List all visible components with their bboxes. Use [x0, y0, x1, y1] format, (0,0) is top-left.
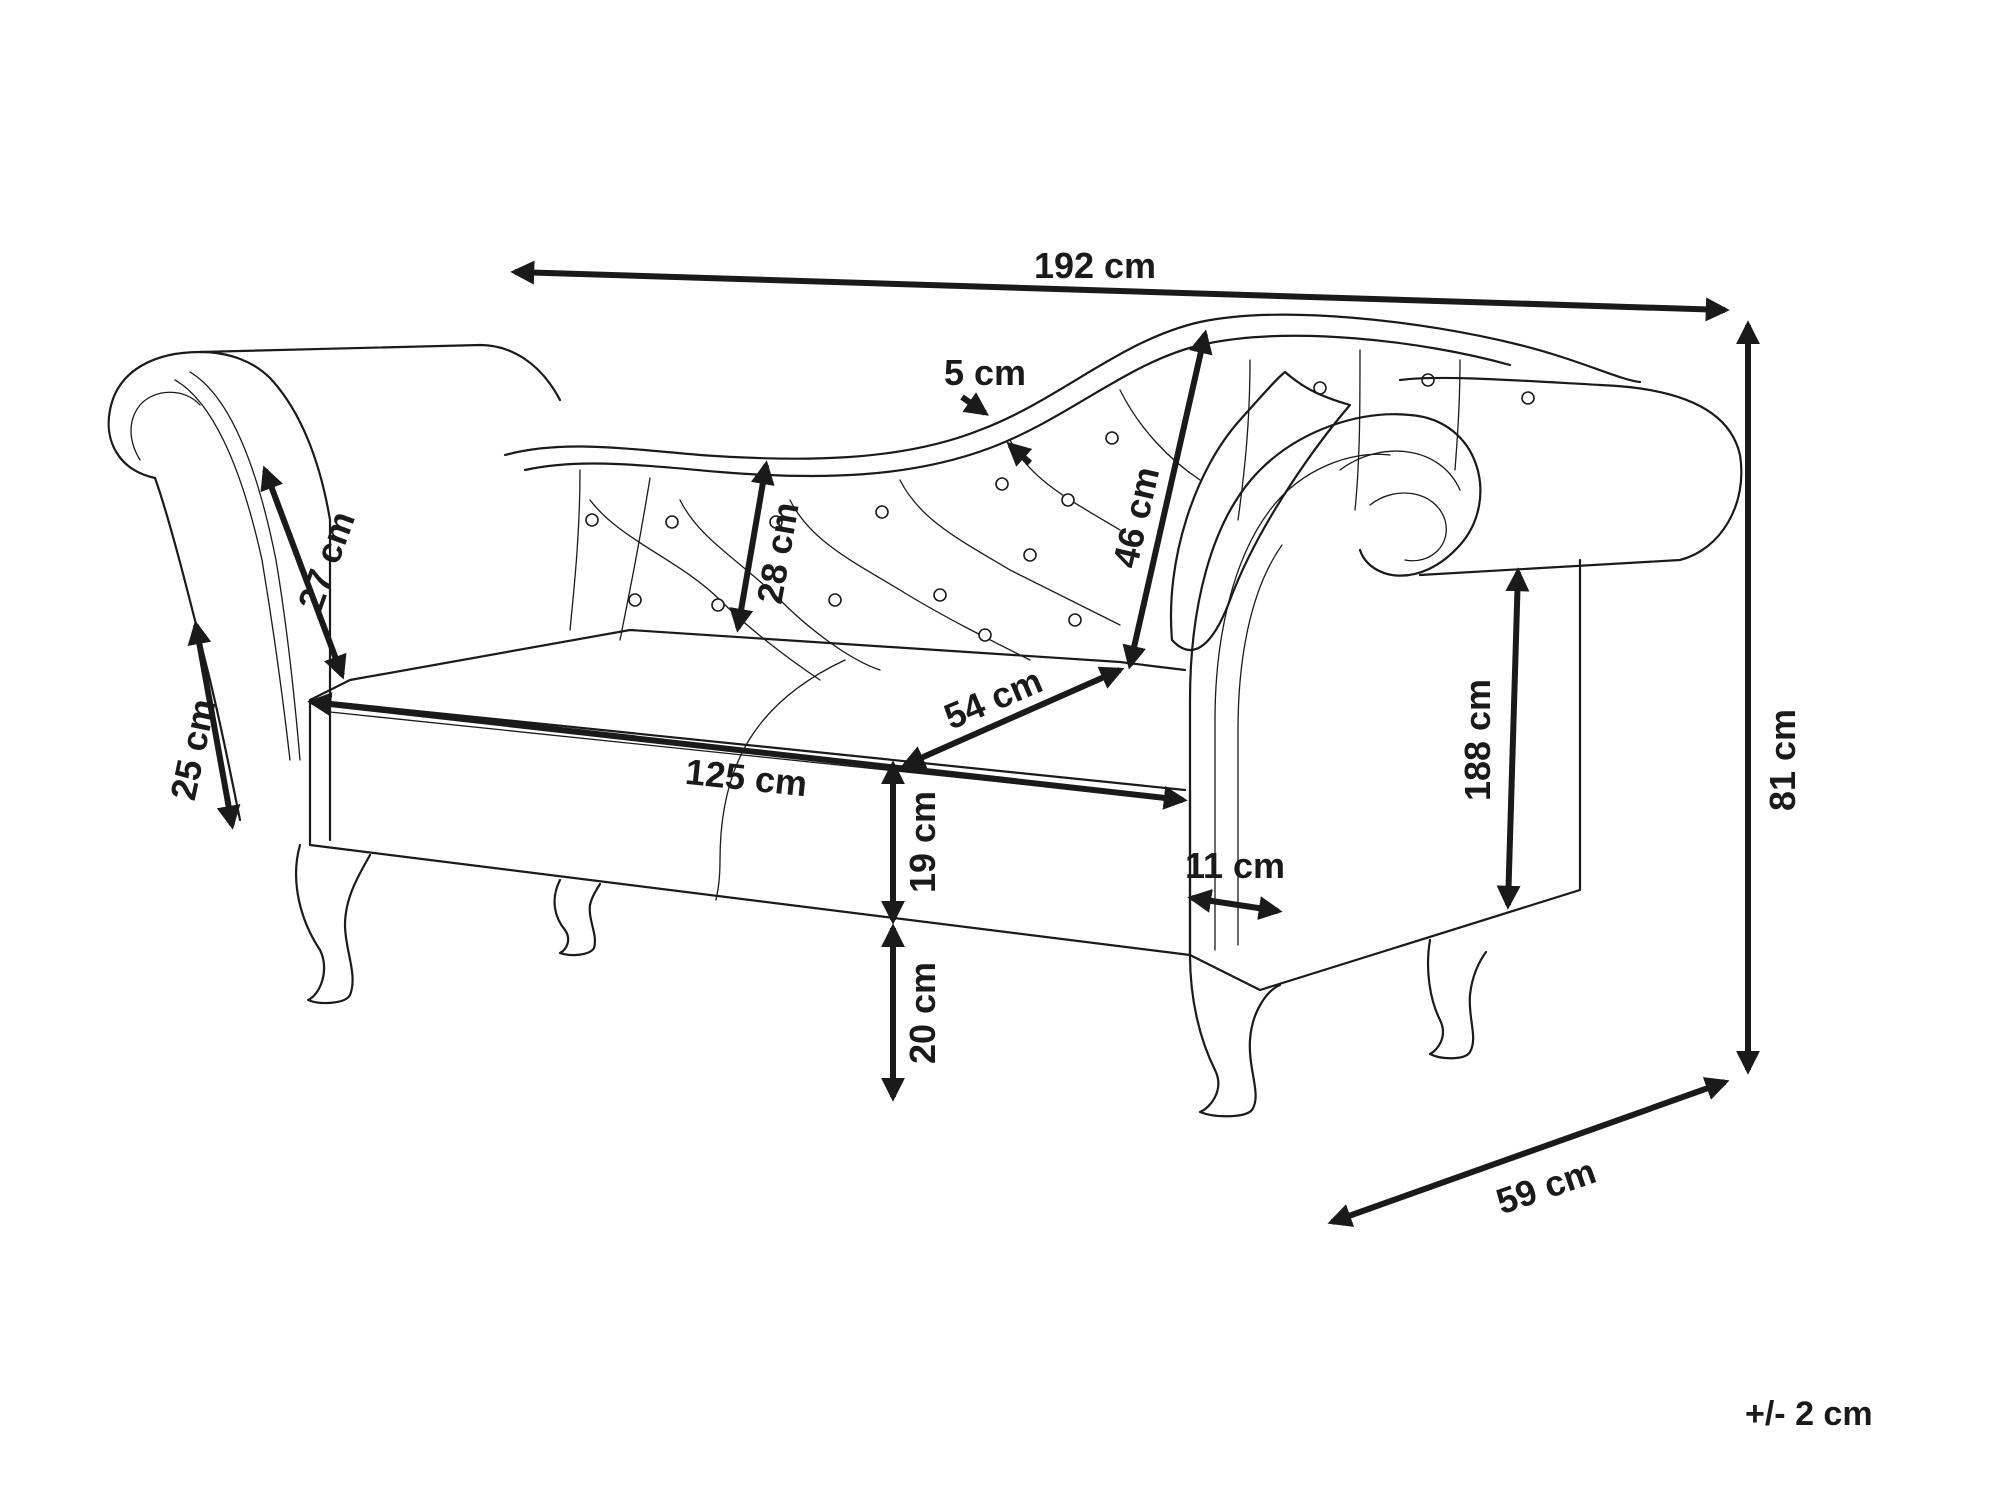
- label-armrest-width: 11 cm: [1185, 845, 1285, 886]
- dim-armrest-side-right-line: [1496, 567, 1530, 910]
- label-leg-height: 20 cm: [902, 962, 943, 1064]
- dim-total-width-line: [510, 260, 1730, 322]
- label-armrest-side-left: 25 cm: [162, 695, 223, 803]
- dim-backrest-thickness-arrow-1: [960, 392, 989, 416]
- dimension-labels: 192 cm 81 cm 59 cm 5 cm 46 cm 28 cm 27 c…: [162, 245, 1803, 1222]
- dim-backrest-thickness-arrow-2: [1006, 441, 1033, 467]
- dim-armrest-side-left-line: [187, 620, 241, 830]
- label-total-width: 192 cm: [1034, 245, 1156, 286]
- dim-seat-width-line: [307, 692, 1188, 810]
- dim-armrest-left-line: [260, 465, 347, 680]
- label-armrest-side-right: 188 cm: [1457, 679, 1498, 801]
- label-backrest-thickness: 5 cm: [944, 352, 1026, 393]
- label-total-height: 81 cm: [1762, 709, 1803, 811]
- backrest: [503, 313, 1642, 681]
- tolerance-note: +/- 2 cm: [1745, 1395, 1873, 1433]
- sofa-legs: [294, 843, 1488, 1118]
- dim-depth-line: [1327, 1077, 1730, 1227]
- dimension-lines: [187, 260, 1760, 1227]
- label-seat-thickness: 19 cm: [902, 791, 943, 893]
- dim-backrest-high-line: [1122, 329, 1213, 670]
- dim-backrest-low-line: [729, 460, 775, 633]
- dim-armrest-width-line: [1187, 889, 1283, 920]
